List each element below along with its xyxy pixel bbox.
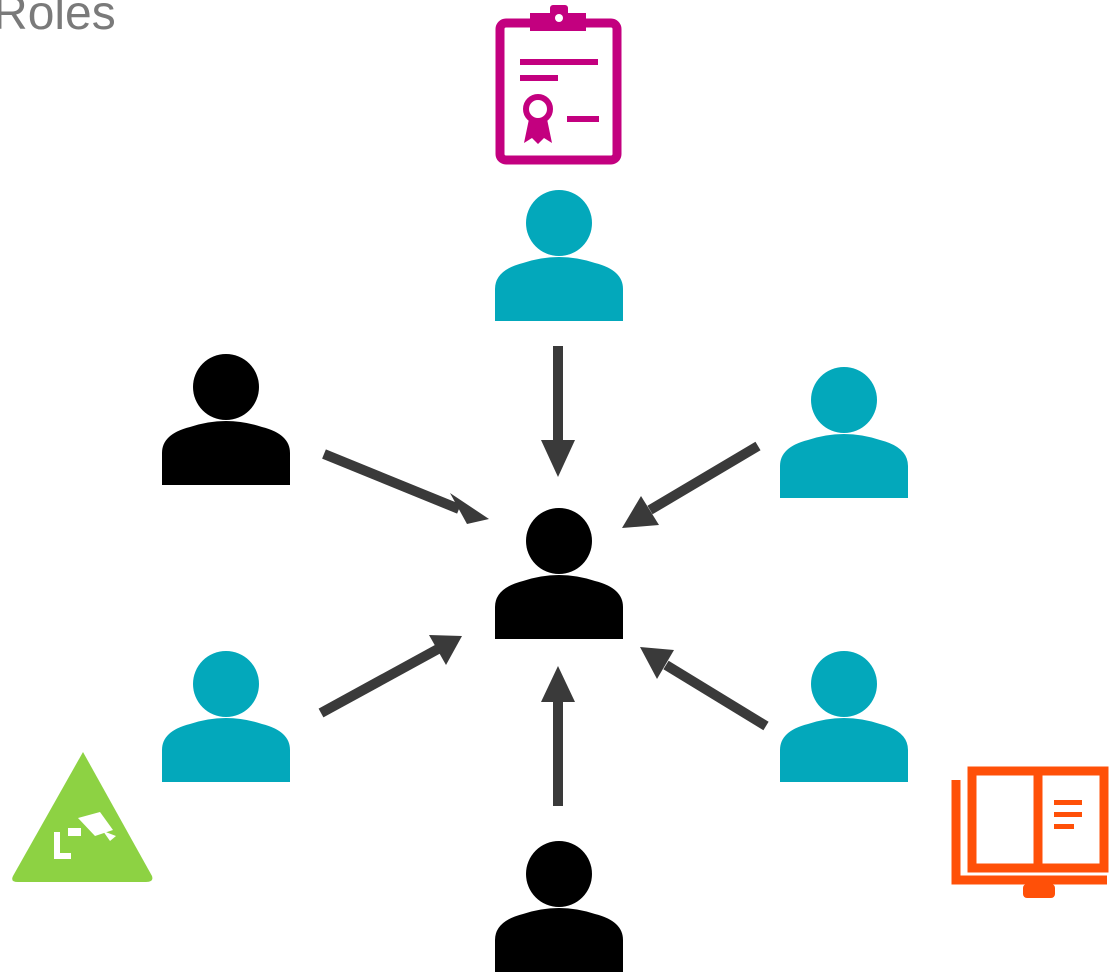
arrow-from-upper-right xyxy=(622,441,761,528)
diagram-title: e Roles xyxy=(0,0,116,40)
security-camera-warning-icon xyxy=(12,752,153,882)
arrow-from-lower-right xyxy=(640,647,769,731)
person-center xyxy=(495,508,623,639)
arrow-from-upper-left xyxy=(322,449,489,524)
person-bottom xyxy=(495,841,623,972)
person-lower-right xyxy=(780,651,908,782)
open-book-icon xyxy=(951,766,1109,898)
certificate-clipboard-icon xyxy=(495,5,622,165)
person-top xyxy=(495,190,623,321)
arrow-from-bottom xyxy=(541,666,575,806)
person-upper-left xyxy=(162,354,290,485)
arrow-from-lower-left xyxy=(318,635,462,718)
person-lower-left xyxy=(162,651,290,782)
arrow-from-top xyxy=(541,346,575,477)
person-upper-right xyxy=(780,367,908,498)
